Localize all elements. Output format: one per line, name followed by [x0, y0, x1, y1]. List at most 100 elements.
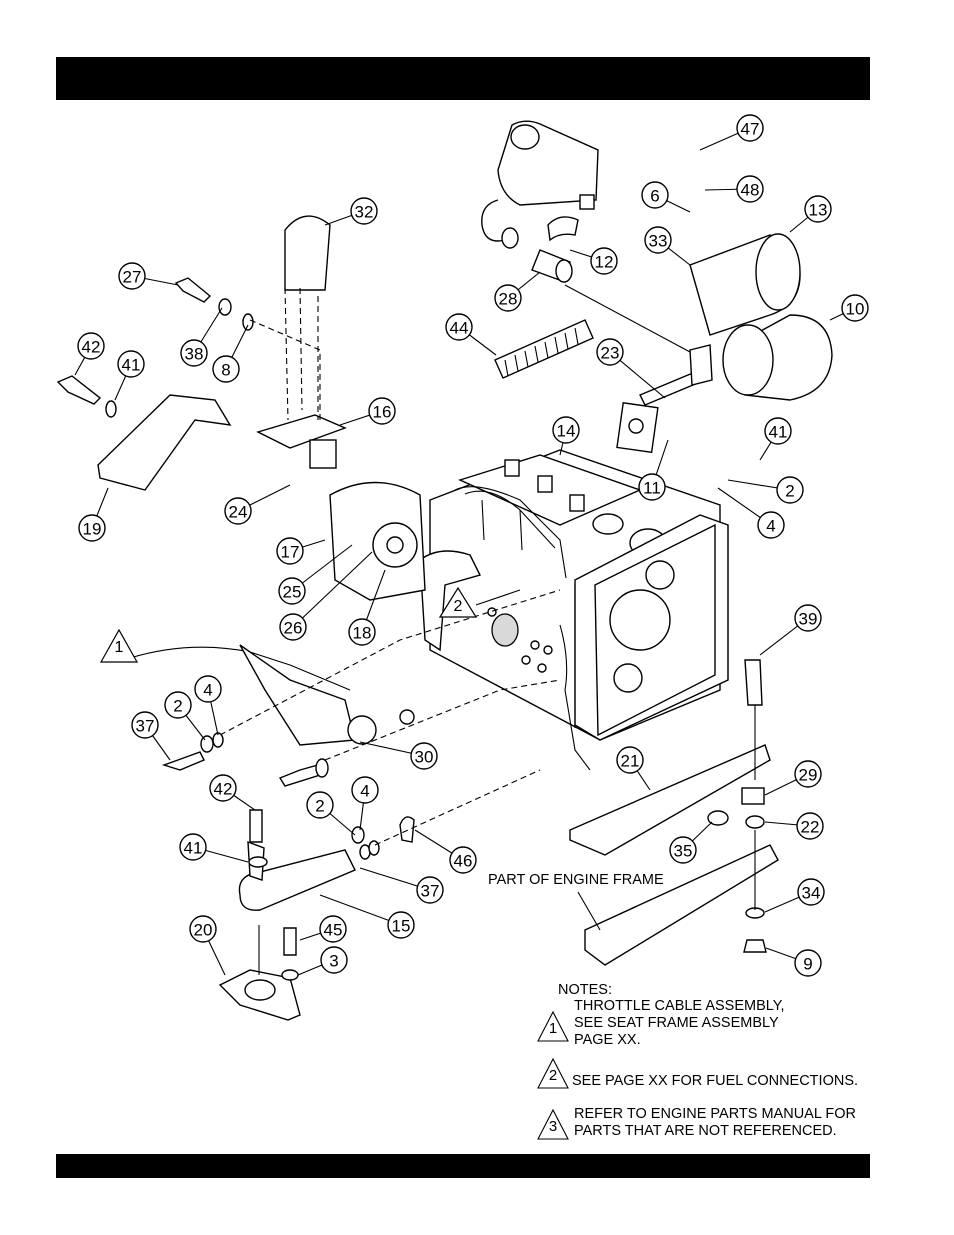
flag-throttle: 1: [99, 628, 139, 663]
callout-circle: [638, 473, 666, 501]
callout-leader: [292, 551, 373, 628]
note-2-text: SEE PAGE XX FOR FUEL CONNECTIONS.: [572, 1073, 859, 1089]
notes-flags: 1 2 3: [537, 1010, 569, 1140]
callout-number: 23: [601, 344, 620, 363]
callout-number: 29: [799, 766, 818, 785]
callout-circle: [306, 791, 334, 819]
callout-16: 16: [339, 397, 396, 426]
callout-circle: [794, 949, 822, 977]
callout-42: 42: [209, 774, 256, 811]
callout-circle: [794, 760, 822, 788]
callout-circle: [736, 175, 764, 203]
callout-4: 4: [194, 675, 222, 736]
callout-number: 14: [557, 422, 576, 441]
callout-12: 12: [569, 247, 618, 275]
note-3-number: 3: [549, 1118, 557, 1135]
callout-number: 4: [203, 681, 212, 700]
callout-30: 30: [359, 741, 438, 770]
callout-circle: [320, 946, 348, 974]
callout-number: 12: [595, 253, 614, 272]
callout-24: 24: [224, 484, 291, 525]
callout-41: 41: [114, 350, 145, 401]
header-bar: [56, 57, 870, 100]
callout-circle: [449, 846, 477, 874]
callout-32: 32: [324, 197, 378, 226]
callout-2: 2: [164, 691, 206, 741]
callout-48: 48: [704, 175, 764, 203]
callout-number: 15: [392, 917, 411, 936]
callout-17: 17: [276, 537, 326, 565]
callout-number: 39: [799, 610, 818, 629]
notes-title: NOTES:: [558, 982, 612, 998]
callout-number: 45: [324, 921, 343, 940]
callout-number: 42: [214, 780, 233, 799]
callout-4: 4: [717, 487, 785, 539]
callout-21: 21: [616, 746, 651, 791]
callout-circle: [641, 181, 669, 209]
callout-number: 2: [173, 697, 182, 716]
callout-23: 23: [596, 338, 666, 399]
callout-circle: [276, 537, 304, 565]
callout-circle: [224, 497, 252, 525]
callout-2: 2: [306, 791, 356, 836]
callout-number: 42: [82, 338, 101, 357]
callout-13: 13: [789, 195, 832, 233]
spring-drawing: [494, 319, 594, 379]
radiator-drawing: [574, 514, 729, 741]
callout-number: 41: [769, 423, 788, 442]
callout-number: 37: [421, 882, 440, 901]
air-cleaner-drawing: [481, 120, 599, 283]
callout-10: 10: [829, 294, 869, 322]
callout-circle: [669, 836, 697, 864]
callout-number: 11: [643, 479, 661, 498]
callout-circle: [416, 876, 444, 904]
callout-circle: [445, 313, 473, 341]
callout-34: 34: [764, 878, 825, 913]
callout-circle: [164, 691, 192, 719]
callout-number: 2: [315, 797, 324, 816]
callout-circle: [319, 915, 347, 943]
callout-4: 4: [351, 776, 379, 831]
callout-37: 37: [359, 867, 444, 904]
callout-circle: [278, 577, 306, 605]
callout-45: 45: [299, 915, 347, 943]
callout-27: 27: [118, 262, 179, 290]
callout-circle: [804, 195, 832, 223]
muffler-drawing: [689, 233, 833, 401]
callout-15: 15: [319, 894, 415, 939]
note-2-number: 2: [549, 1067, 557, 1084]
note-3-text: REFER TO ENGINE PARTS MANUAL FOR PARTS T…: [574, 1106, 856, 1139]
callout-circle: [841, 294, 869, 322]
callout-number: 10: [846, 300, 865, 319]
callout-leader: [319, 894, 402, 926]
callout-6: 6: [641, 181, 691, 213]
callout-28: 28: [494, 271, 541, 312]
callout-number: 26: [284, 619, 303, 638]
callout-circle: [764, 417, 792, 445]
callout-25: 25: [278, 544, 353, 605]
callout-9: 9: [765, 947, 822, 977]
callout-8: 8: [212, 324, 249, 383]
callout-circle: [131, 711, 159, 739]
callout-number: 20: [194, 921, 213, 940]
callout-11: 11: [638, 439, 669, 501]
callout-circle: [796, 812, 824, 840]
callout-circle: [794, 604, 822, 632]
callout-number: 27: [123, 268, 142, 287]
callout-number: 3: [329, 952, 338, 971]
callout-number: 37: [136, 717, 155, 736]
callout-number: 35: [674, 842, 693, 861]
callout-circle: [78, 514, 106, 542]
callout-number: 8: [221, 361, 230, 380]
callout-number: 33: [649, 232, 668, 251]
callout-number: 13: [809, 201, 828, 220]
callout-47: 47: [699, 114, 764, 151]
flag-fuel: 2: [438, 586, 521, 618]
callout-41: 41: [759, 417, 792, 461]
callout-number: 47: [741, 120, 760, 139]
callout-circle: [279, 613, 307, 641]
callout-number: 41: [122, 356, 141, 375]
callout-number: 24: [229, 503, 248, 522]
